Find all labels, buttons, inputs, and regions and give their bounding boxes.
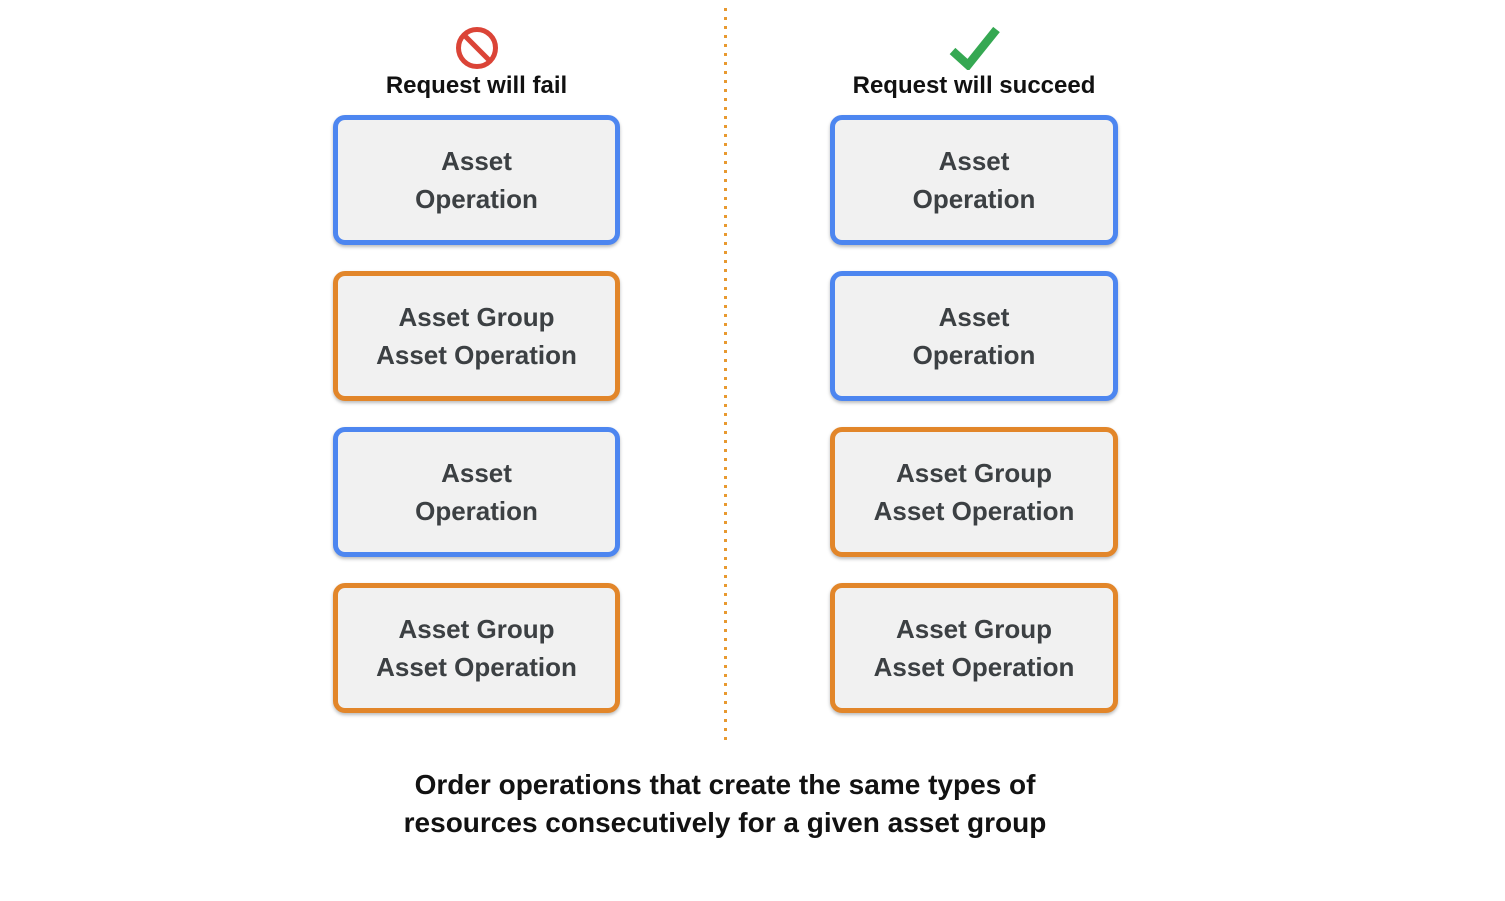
diagram-box: Asset Operation: [830, 271, 1118, 401]
diagram-box: Asset Operation: [830, 115, 1118, 245]
box-label-line: Asset: [938, 302, 1010, 332]
box-label-line: Operation: [912, 184, 1036, 214]
box-label-line: Operation: [415, 184, 538, 214]
box-label-line: Asset Operation: [376, 652, 577, 682]
diagram-box: Asset Operation: [333, 115, 620, 245]
fail-icon-slot: [455, 22, 499, 70]
succeed-column-title: Request will succeed: [852, 72, 1096, 99]
box-label-line: Asset Group: [398, 614, 555, 644]
box-label-line: Asset Group: [398, 302, 555, 332]
succeed-icon-slot: [948, 22, 1001, 70]
box-label-line: Operation: [415, 496, 538, 526]
diagram-box: Asset Group Asset Operation: [333, 271, 620, 401]
caption: Order operations that create the same ty…: [0, 766, 1450, 842]
checkmark-icon: [949, 26, 1000, 70]
box-label-line: Asset: [441, 458, 512, 488]
fail-column: Request will fail Asset Operation Asset …: [333, 22, 620, 713]
succeed-column: Request will succeed Asset Operation Ass…: [830, 22, 1118, 713]
box-label-line: Asset: [938, 146, 1010, 176]
diagram-box: Asset Group Asset Operation: [830, 583, 1118, 713]
diagram-box: Asset Group Asset Operation: [830, 427, 1118, 557]
box-label-line: Asset: [441, 146, 512, 176]
fail-column-title: Request will fail: [385, 72, 568, 99]
caption-line-2: resources consecutively for a given asse…: [403, 807, 1047, 838]
dotted-divider-line: [724, 8, 727, 740]
diagram-box: Asset Operation: [333, 427, 620, 557]
box-label-line: Asset Operation: [376, 340, 577, 370]
diagram-box: Asset Group Asset Operation: [333, 583, 620, 713]
box-label-line: Asset Group: [895, 458, 1053, 488]
box-label-line: Asset Group: [895, 614, 1053, 644]
caption-line-1: Order operations that create the same ty…: [414, 769, 1036, 800]
box-label-line: Asset Operation: [873, 496, 1075, 526]
box-label-line: Asset Operation: [873, 652, 1075, 682]
no-entry-icon: [455, 27, 498, 69]
box-label-line: Operation: [912, 340, 1036, 370]
